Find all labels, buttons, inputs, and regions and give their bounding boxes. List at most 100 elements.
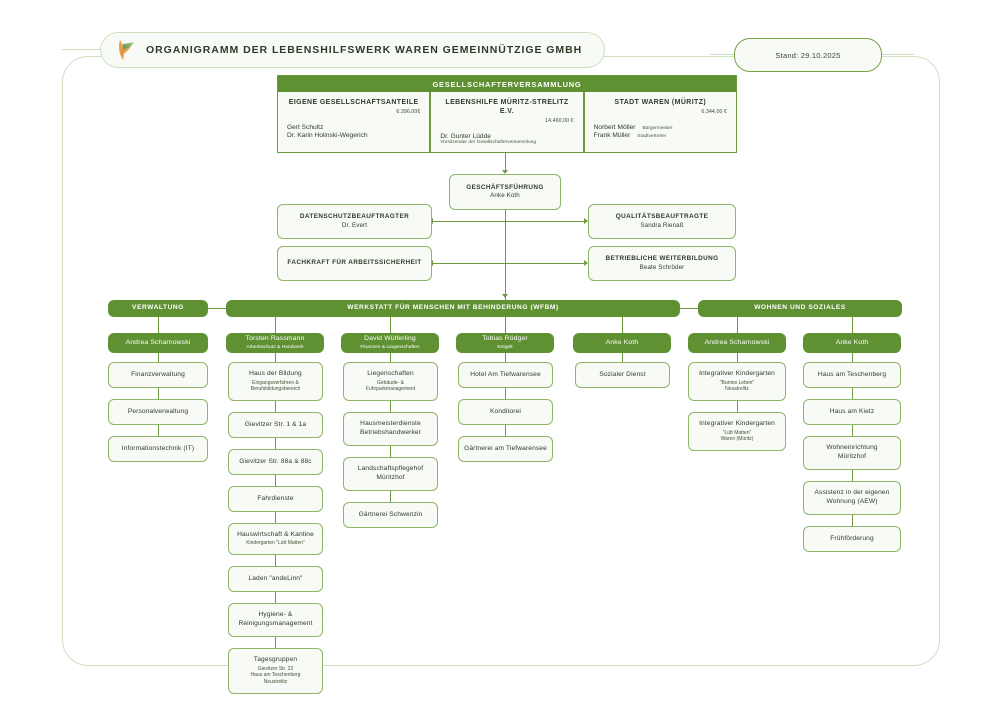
connector-assembly-management — [505, 153, 506, 171]
staff-person: Sandra Rienaß — [640, 221, 684, 229]
unit-box-koth-wohnen-2[interactable]: Haus am Kietz — [803, 399, 901, 425]
unit-box-title: Frühförderung — [830, 534, 874, 542]
unit-box-title: Haus der Bildung — [249, 370, 302, 378]
connector-unit-drop — [390, 446, 391, 457]
assembly-column-lebenshilfe: LEBENSHILFE MÜRITZ-STRELITZ E.V. 14.460,… — [429, 92, 582, 152]
connector-lead-drop — [505, 317, 506, 334]
connector-unit-drop — [158, 353, 159, 362]
assembly-column-own-shares: EIGENE GESELLSCHAFTSANTEILE 6.396,00€ Ge… — [278, 92, 429, 152]
lead-name: David Wülferling — [364, 335, 416, 343]
unit-box-koth-wfbm-1[interactable]: Sozialer Dienst — [575, 362, 670, 388]
unit-box-title: Gärtnerei Schwenzin — [358, 510, 423, 518]
management-title: GESCHÄFTSFÜHRUNG — [466, 183, 544, 191]
connector-unit-drop — [275, 438, 276, 449]
unit-box-rassmann-2[interactable]: Gievitzer Str. 1 & 1a — [228, 412, 323, 438]
staff-title: DATENSCHUTZBEAUFTRAGTER — [299, 213, 410, 221]
unit-box-verwaltung-3[interactable]: Informationstechnik (IT) — [108, 436, 208, 462]
unit-box-roedger-2[interactable]: Konditorei — [458, 399, 553, 425]
title-pill-left-tick — [62, 49, 104, 50]
management-person: Anke Koth — [490, 192, 520, 200]
unit-box-title: Hotel Am Tiefwarensee — [470, 370, 541, 378]
connector-lead-drop — [275, 317, 276, 334]
unit-box-subtitle: "Lütt Matten"Waren (Müritz) — [720, 429, 754, 443]
unit-box-title: Integrativer Kindergarten — [699, 420, 775, 428]
unit-box-title: Haus am Kietz — [829, 407, 875, 415]
lead-name: Andrea Scharnowski — [125, 338, 191, 346]
connector-unit-drop — [505, 388, 506, 399]
date-badge: Stand: 29.10.2025 — [734, 38, 882, 72]
unit-box-wuelferling-4[interactable]: Gärtnerei Schwenzin — [343, 502, 438, 528]
staff-box-qualitaetsbeauftragte: QUALITÄTSBEAUFTRAGTE Sandra Rienaß — [588, 204, 736, 239]
division-header-wfbm: WERKSTATT FÜR MENSCHEN MIT BEHINDERUNG (… — [226, 300, 680, 317]
lead-name: Andrea Scharnowski — [704, 338, 770, 346]
lead-role: Entgelt — [497, 344, 513, 350]
unit-box-verwaltung-1[interactable]: Finanzverwaltung — [108, 362, 208, 388]
connector-staff-left-2 — [432, 263, 505, 264]
connector-staff-right-1 — [505, 221, 585, 222]
connector-arrow — [502, 170, 508, 174]
unit-box-rassmann-3[interactable]: Gievitzer Str. 88a & 88c — [228, 449, 323, 475]
assembly-column-stadt-waren: STADT WAREN (MÜRITZ) 6.344,00 € Norbert … — [582, 92, 736, 152]
connector-arrow — [502, 294, 508, 298]
connector-unit-drop — [275, 353, 276, 362]
staff-box-datenschutzbeauftragter: DATENSCHUTZBEAUFTRAGTER Dr. Evert — [277, 204, 432, 239]
connector-lead-drop — [622, 317, 623, 334]
lead-role: Finanzen & Liegenschaften — [360, 344, 420, 350]
connector-unit-drop — [275, 475, 276, 486]
assembly-column-title: STADT WAREN (MÜRITZ) — [614, 99, 707, 106]
connector-unit-drop — [852, 515, 853, 526]
unit-box-roedger-3[interactable]: Gärtnerei am Tiefwarensee — [458, 436, 553, 462]
butterfly-leaf-logo-icon — [111, 37, 137, 63]
staff-title: FACHKRAFT FÜR ARBEITSSICHERHEIT — [287, 259, 422, 267]
connector-lead-drop — [737, 317, 738, 334]
unit-box-subtitle: Kindergarten "Lütt Matten" — [246, 540, 305, 547]
unit-box-verwaltung-2[interactable]: Personalverwaltung — [108, 399, 208, 425]
lead-box-verwaltung: Andrea Scharnowski — [108, 333, 208, 353]
unit-box-scharnowski-wohnen-1[interactable]: Integrativer Kindergarten"Buntes Leben"N… — [688, 362, 786, 401]
connector-unit-drop — [737, 353, 738, 362]
assembly-person: Gert Schultz — [287, 123, 324, 131]
assembly-heading: GESELLSCHAFTERVERSAMMLUNG — [278, 76, 736, 92]
unit-box-title: Laden "andeLinn" — [248, 574, 303, 582]
assembly-person: Frank Müller Stadtvertreter — [593, 131, 667, 139]
unit-box-rassmann-6[interactable]: Laden "andeLinn" — [228, 566, 323, 592]
connector-unit-drop — [275, 401, 276, 412]
lead-name: Anke Koth — [605, 338, 639, 346]
connector-division-tie — [680, 308, 698, 309]
unit-box-rassmann-7[interactable]: Hygiene- &Reinigungsmanagement — [228, 603, 323, 637]
assembly-column-title: EIGENE GESELLSCHAFTSANTEILE — [288, 99, 419, 106]
division-label: VERWALTUNG — [132, 304, 184, 312]
lead-name: Tobias Rödger — [482, 335, 528, 343]
assembly-person: Dr. Karin Holinski-Wegerich — [287, 131, 368, 139]
unit-box-title: Informationstechnik (IT) — [121, 444, 195, 452]
division-header-verwaltung: VERWALTUNG — [108, 300, 208, 317]
page-frame — [62, 56, 940, 666]
unit-box-roedger-1[interactable]: Hotel Am Tiefwarensee — [458, 362, 553, 388]
unit-box-koth-wohnen-1[interactable]: Haus am Teschenberg — [803, 362, 901, 388]
connector-staff-right-2 — [505, 263, 585, 264]
staff-person: Beate Schröder — [639, 263, 685, 271]
unit-box-scharnowski-wohnen-2[interactable]: Integrativer Kindergarten"Lütt Matten"Wa… — [688, 412, 786, 451]
connector-unit-drop — [390, 401, 391, 412]
assembly-column-amount: 14.460,00 € — [545, 117, 574, 124]
unit-box-title: Finanzverwaltung — [131, 370, 185, 378]
title-pill: ORGANIGRAMM DER LEBENSHILFSWERK WAREN GE… — [100, 32, 606, 68]
unit-box-title: Liegenschaften — [367, 370, 414, 378]
unit-box-rassmann-4[interactable]: Fahrdienste — [228, 486, 323, 512]
unit-box-koth-wohnen-5[interactable]: Frühförderung — [803, 526, 901, 552]
connector-unit-drop — [275, 637, 276, 648]
connector-staff-left-1 — [432, 221, 505, 222]
division-label: WERKSTATT FÜR MENSCHEN MIT BEHINDERUNG (… — [347, 304, 559, 312]
unit-box-title: Sozialer Dienst — [599, 370, 646, 378]
